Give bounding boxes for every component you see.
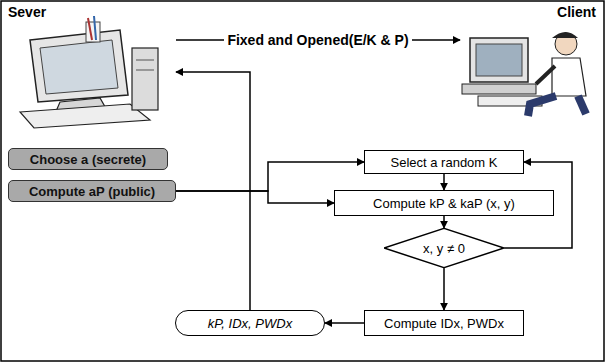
client-node: Client [440,4,600,120]
node-text: Compute kP & kaP (x, y) [373,196,515,211]
edge-label: Fixed and Opened(E/K & P) [224,32,411,48]
node-text: Choose a (secrete) [30,152,146,167]
client-computer [462,38,542,106]
person-figure [528,32,586,116]
decision-diamond: x, y ≠ 0 [384,228,504,268]
process-label: Compute aP (public) [8,180,176,202]
process-label: Choose a (secrete) [8,148,168,170]
server-node: Sever [4,4,176,130]
node-text: Sever [8,4,46,20]
node-text: Client [557,4,596,20]
flow-arrow [176,72,250,310]
flow-arrow [443,216,445,228]
flow-arrow [325,322,364,324]
node-text: x, y ≠ 0 [423,241,465,256]
server-computer [20,16,158,128]
flow-arrow [176,191,334,203]
node-text: Compute aP (public) [29,184,155,199]
flow-arrow [443,268,445,310]
message-box: kP, IDx, PWDx [175,310,325,336]
process-box: Compute IDx, PWDx [364,310,524,336]
node-text: Compute IDx, PWDx [384,316,504,331]
flow-arrow [176,162,364,191]
process-box: Compute kP & kaP (x, y) [334,190,554,216]
process-box: Select a random K [364,150,524,174]
flow-arrow [443,174,445,190]
node-text: Select a random K [391,155,498,170]
node-text: kP, IDx, PWDx [208,316,292,331]
